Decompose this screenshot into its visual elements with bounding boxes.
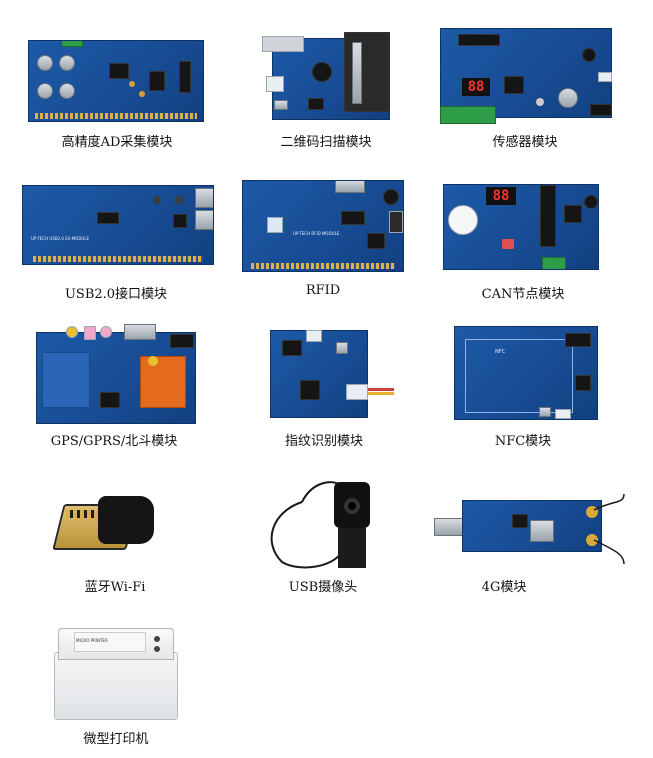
module-caption: NFC模块 <box>494 434 552 449</box>
bluetooth-wifi-dongle-icon <box>52 496 154 550</box>
nfc-board-icon: NFC <box>454 326 598 420</box>
rfid-board-silk: UP-TECH RFID MODULE <box>293 231 340 236</box>
printer-label: MICRO PRINTER <box>76 638 108 643</box>
gps-gprs-beidou-board-icon <box>36 322 196 424</box>
ad-acquisition-board-icon <box>28 40 204 122</box>
module-caption: RFID <box>305 283 341 298</box>
can-node-board-icon: 88 <box>443 184 599 270</box>
rfid-board-icon: UP-TECH RFID MODULE <box>242 180 404 272</box>
module-caption: 二维码扫描模块 <box>280 135 372 150</box>
micro-printer-icon: MICRO PRINTER <box>54 628 178 720</box>
usb-camera-icon <box>262 472 378 572</box>
module-caption: 微型打印机 <box>83 732 149 747</box>
4g-module-icon <box>434 494 626 564</box>
sensor-digits: 88 <box>462 78 490 96</box>
usb-board-silk: UP-TECH USB2.0 EX-MODULE <box>31 236 90 241</box>
module-caption: GPS/GPRS/北斗模块 <box>50 434 178 449</box>
module-caption: USB2.0接口模块 <box>64 287 168 302</box>
nfc-board-silk: NFC <box>495 349 506 355</box>
qr-scanner-board-icon <box>262 32 392 122</box>
module-caption: 蓝牙Wi-Fi <box>84 580 146 595</box>
module-caption: 4G模块 <box>481 580 527 595</box>
sensor-board-icon: 88 <box>440 28 612 128</box>
module-caption: 指纹识别模块 <box>284 434 364 449</box>
fingerprint-board-icon <box>270 330 394 420</box>
module-caption: USB摄像头 <box>288 580 358 595</box>
module-caption: 高精度AD采集模块 <box>61 135 173 150</box>
module-caption: CAN节点模块 <box>481 287 565 302</box>
module-caption: 传感器模块 <box>492 135 558 150</box>
can-digits: 88 <box>486 187 516 205</box>
usb-interface-board-icon: UP-TECH USB2.0 EX-MODULE <box>22 185 214 265</box>
